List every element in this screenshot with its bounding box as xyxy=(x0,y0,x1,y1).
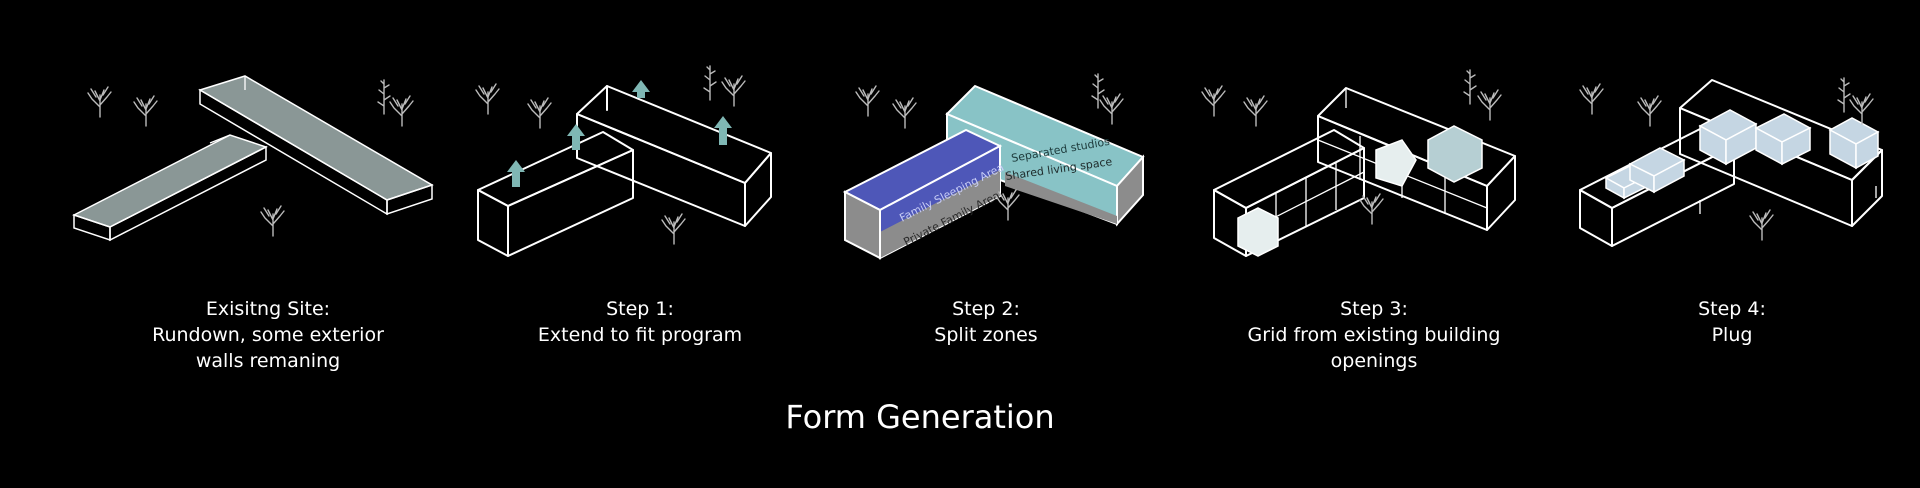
caption-step-2: Step 2: Split zones xyxy=(836,296,1136,348)
step-4-diagram xyxy=(1579,77,1883,247)
caption-line: Step 3: xyxy=(1340,298,1408,320)
step-1-diagram xyxy=(475,65,772,257)
caption-line: Step 1: xyxy=(606,298,674,320)
caption-line: Step 2: xyxy=(952,298,1020,320)
caption-line: Extend to fit program xyxy=(537,324,743,346)
caption-line: Split zones xyxy=(934,324,1038,346)
caption-line: walls remaning xyxy=(195,350,341,372)
caption-existing-site: Exisitng Site: Rundown, some exterior wa… xyxy=(118,296,418,374)
caption-line: Exisitng Site: xyxy=(205,298,331,320)
caption-line: Plug xyxy=(1711,324,1753,346)
caption-line: Rundown, some exterior xyxy=(152,324,384,346)
step-2-diagram: Separated studios Shared living space Fa… xyxy=(842,73,1145,260)
diagram-title: Form Generation xyxy=(785,398,1055,436)
caption-line: Step 4: xyxy=(1698,298,1766,320)
caption-line: openings xyxy=(1330,350,1418,372)
caption-line: Grid from existing building xyxy=(1247,324,1501,346)
step-3-diagram xyxy=(1201,69,1516,257)
existing-site-diagram xyxy=(72,75,434,242)
caption-step-1: Step 1: Extend to fit program xyxy=(490,296,790,348)
caption-step-3: Step 3: Grid from existing building open… xyxy=(1224,296,1524,374)
caption-step-4: Step 4: Plug xyxy=(1582,296,1882,348)
